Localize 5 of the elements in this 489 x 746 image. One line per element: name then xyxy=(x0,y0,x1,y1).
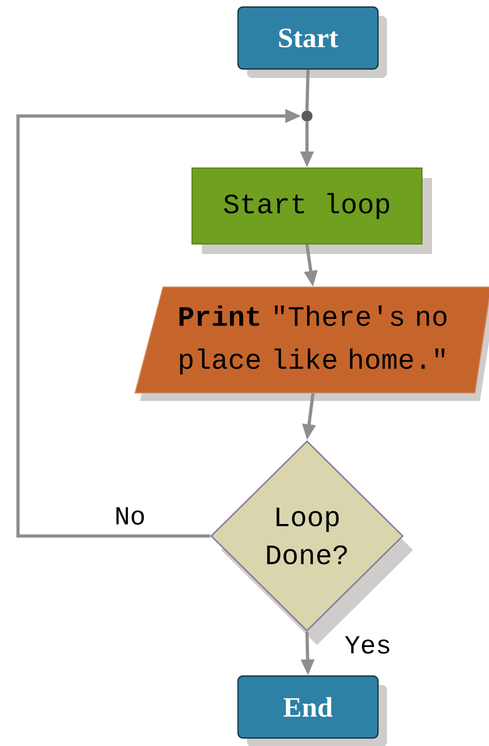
terminal-box: Start xyxy=(237,6,387,78)
junction-dot xyxy=(302,110,312,122)
edge-label: No xyxy=(113,506,147,526)
process-box: Start loop xyxy=(192,168,432,254)
terminal-box: End xyxy=(237,675,387,746)
